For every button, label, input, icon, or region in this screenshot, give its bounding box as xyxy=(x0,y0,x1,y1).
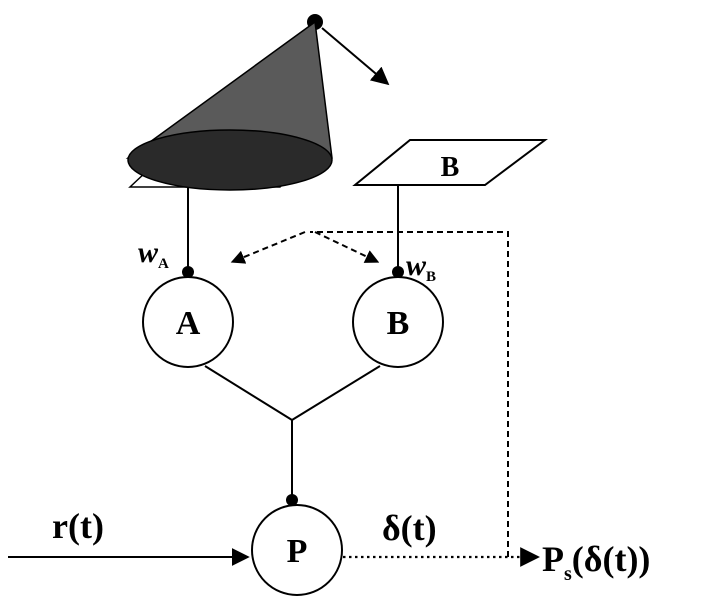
plane-b-label: B xyxy=(441,152,460,183)
weight-b-subscript: B xyxy=(426,269,436,285)
weight-a: wA xyxy=(138,236,169,272)
plane-b-group: B xyxy=(352,139,548,186)
synapse-p xyxy=(286,494,298,506)
input-label: r(t) xyxy=(52,506,104,546)
neuron-p xyxy=(251,504,343,596)
plane-a-cone xyxy=(125,20,333,191)
cone-base xyxy=(127,129,333,191)
connection-a-to-p xyxy=(204,365,293,421)
neuron-a xyxy=(142,276,234,368)
synapse-a xyxy=(182,266,194,278)
feedback-arrow-right xyxy=(314,231,380,263)
synapse-b xyxy=(392,266,404,278)
weight-a-subscript: A xyxy=(158,256,169,272)
connection-b-to-p xyxy=(291,365,381,421)
neuron-b-label: B xyxy=(387,305,410,342)
neuron-a-label: A xyxy=(176,305,201,342)
weight-a-symbol: w xyxy=(138,236,159,269)
output-main: P xyxy=(542,539,564,579)
output-arg: (δ(t)) xyxy=(572,539,651,579)
neuron-p-label: P xyxy=(287,533,308,570)
output-label: Ps(δ(t)) xyxy=(542,539,650,585)
weight-b: wB xyxy=(406,249,436,285)
error-label: δ(t) xyxy=(382,508,437,548)
feedback-arrow-left xyxy=(230,231,306,264)
neuron-b xyxy=(352,276,444,368)
light-arrow-right xyxy=(321,27,390,86)
plane-b xyxy=(352,139,548,186)
feedback-loop xyxy=(310,231,509,557)
weight-b-symbol: w xyxy=(406,249,427,282)
output-subscript: s xyxy=(564,563,572,585)
